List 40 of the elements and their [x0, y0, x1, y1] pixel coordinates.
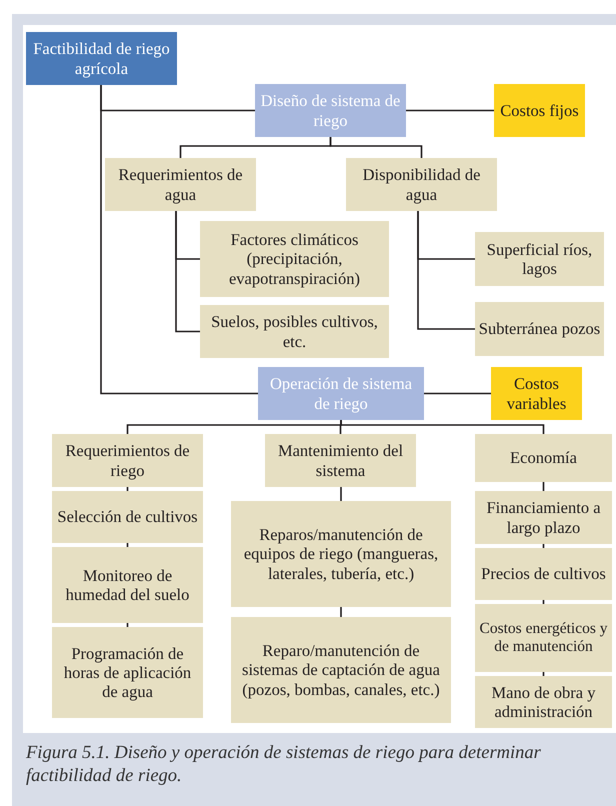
topic-box: Reparos/manutención de equipos de riego (mangueras, laterales, tubería, etc.) — [231, 501, 451, 607]
topic-box: Suelos, posibles cultivos, etc. — [200, 305, 389, 358]
topic-box: Selección de cultivos — [52, 491, 203, 543]
topic-box: Precios de cultivos — [475, 548, 612, 600]
topic-box: Requerimientos de riego — [52, 434, 203, 487]
figure-caption: Figura 5.1. Diseño y operación de sistemas de riego para determinar factibilidad de riego. — [26, 742, 542, 788]
connector-line — [406, 110, 494, 112]
topic-box: Programación de horas de aplicación de agua — [52, 627, 203, 718]
connector-line — [340, 607, 342, 617]
connector-line — [542, 544, 544, 548]
connector-line — [340, 420, 544, 434]
topic-box: Disponibilidad de agua — [346, 158, 497, 211]
topic-box: Reparo/manutención de sistemas de captación de agua (pozos, bombas, canales, etc.) — [231, 617, 451, 723]
connector-line — [126, 543, 128, 547]
cost-box: Costos fijos — [494, 84, 585, 137]
connector-line — [126, 487, 128, 491]
topic-box: Costos energéticos y de manutención — [475, 604, 612, 672]
connector-line — [100, 85, 258, 394]
connector-line — [542, 600, 544, 604]
category-box: Operación de sistema de riego — [258, 367, 424, 420]
topic-box: Subterránea pozos — [475, 302, 604, 356]
connector-line — [424, 392, 491, 394]
topic-box: Economía — [475, 434, 612, 482]
connector-line — [542, 482, 544, 491]
topic-box: Mano de obra y administración — [475, 676, 612, 728]
connector-line — [126, 623, 128, 627]
topic-box: Requerimientos de agua — [105, 158, 256, 211]
connector-line — [417, 211, 475, 330]
root-box: Factibilidad de riego agrícola — [26, 32, 177, 85]
connector-line — [175, 211, 200, 332]
topic-box: Financiamiento a largo plazo — [475, 491, 612, 544]
cost-box: Costos variables — [491, 367, 582, 420]
topic-box: Monitoreo de humedad del suelo — [52, 547, 203, 623]
connector-line — [330, 137, 422, 158]
connector-line — [542, 672, 544, 676]
topic-box: Mantenimiento del sistema — [265, 434, 416, 487]
category-box: Diseño de sistema de riego — [255, 84, 406, 137]
topic-box: Factores climáticos (precipitación, evapotranspiración) — [200, 221, 389, 297]
topic-box: Superficial ríos, lagos — [475, 232, 604, 286]
connector-line — [340, 487, 342, 501]
